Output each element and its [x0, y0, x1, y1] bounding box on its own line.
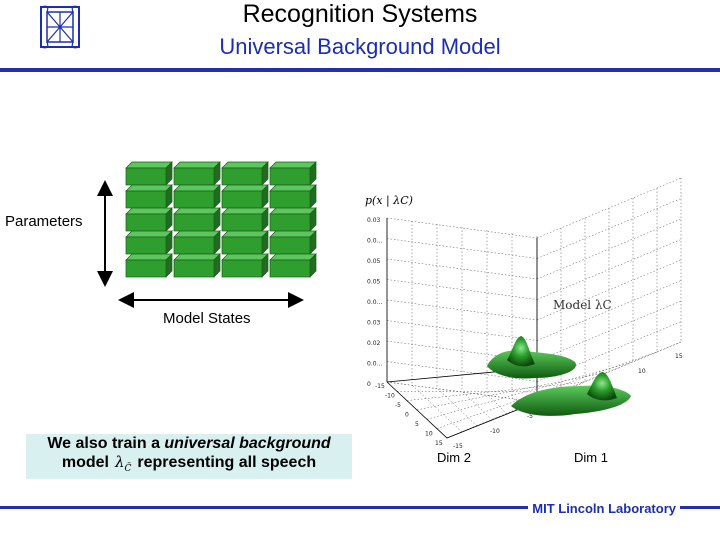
z-tick-label: 0.05	[367, 279, 381, 286]
z-tick-label: 0.02	[367, 340, 381, 347]
parameter-block-grid	[125, 161, 317, 278]
parameter-block	[125, 253, 173, 278]
z-tick-label: 0.05	[367, 258, 381, 265]
y-tick-label: 15	[675, 353, 683, 360]
parameter-block	[269, 161, 317, 186]
x-tick-label: 15	[435, 440, 443, 447]
parameter-block	[125, 230, 173, 255]
x-tick-label: -10	[385, 393, 395, 400]
y-tick-label: -10	[490, 428, 500, 435]
ubm-note: We also train a universal background mod…	[26, 434, 352, 479]
page-title: Recognition Systems	[242, 0, 478, 28]
parameter-block	[221, 161, 269, 186]
z-axis-label: p(x | λC)	[365, 194, 413, 208]
z-axis-ticks: 0.03 0.0… 0.05 0.05 0.0… 0.03 0.02 0.0… 0	[367, 217, 383, 388]
model-label: Model λC	[553, 298, 612, 312]
z-tick-label: 0.03	[367, 217, 381, 224]
x-tick-label: 5	[415, 421, 419, 428]
parameter-block	[173, 161, 221, 186]
z-tick-label: 0.0…	[367, 238, 383, 245]
z-tick-label: 0.0…	[367, 361, 383, 368]
x-tick-label: -5	[395, 402, 401, 409]
parameter-block	[269, 253, 317, 278]
x-tick-label: -15	[375, 383, 385, 390]
upper-mixture-surface	[487, 336, 577, 379]
lower-mixture-surface	[511, 372, 631, 416]
z-tick-label: 0.0…	[367, 299, 383, 306]
parameter-block	[125, 184, 173, 209]
parameter-block	[269, 207, 317, 232]
lambda-symbol: λC̄	[114, 453, 132, 474]
parameter-block	[269, 184, 317, 209]
parameter-block	[125, 161, 173, 186]
x-tick-label: 10	[425, 431, 433, 438]
parameter-block	[221, 253, 269, 278]
footer-lab-name: MIT Lincoln Laboratory	[528, 501, 680, 516]
parameter-block	[173, 184, 221, 209]
y-axis-label: Dim 1	[574, 450, 608, 465]
x-axis-label: Dim 2	[437, 450, 471, 465]
footer-rule	[0, 506, 720, 509]
x-tick-label: 0	[405, 412, 409, 419]
parameter-block	[173, 253, 221, 278]
note-line-1: We also train a universal background	[47, 435, 331, 452]
parameter-block	[173, 207, 221, 232]
parameter-block	[173, 230, 221, 255]
z-tick-label: 0.03	[367, 320, 381, 327]
page-subtitle: Universal Background Model	[219, 34, 501, 59]
parameter-block	[221, 207, 269, 232]
parameter-block	[221, 230, 269, 255]
parameter-block	[269, 230, 317, 255]
mit-ll-logo-icon	[40, 5, 80, 49]
header-rule	[0, 68, 720, 72]
parameter-block	[125, 207, 173, 232]
density-surface-plot: 0.030.0…0.050.050.0…0.030.020.0…0 -15-10…	[365, 177, 683, 450]
parameters-label: Parameters	[5, 213, 83, 230]
y-tick-label: 10	[638, 368, 646, 375]
y-tick-label: -15	[453, 443, 463, 450]
model-states-label: Model States	[163, 310, 251, 327]
y-tick-label: -5	[527, 413, 533, 420]
parameter-block	[221, 184, 269, 209]
plot-axes	[386, 218, 538, 439]
z-tick-label: 0	[367, 381, 371, 388]
